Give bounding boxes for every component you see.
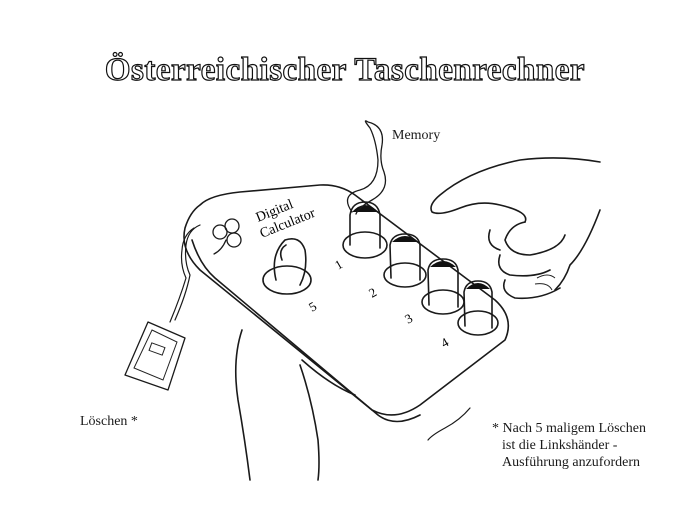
footnote-line3: Ausführung anzufordern xyxy=(502,455,641,470)
button-label-3: 3 xyxy=(402,310,415,326)
page-title: Österreichischer Taschenrechner xyxy=(105,51,585,88)
button-label-2: 2 xyxy=(366,284,379,300)
button-label-5: 5 xyxy=(306,298,319,314)
button-label-4: 4 xyxy=(438,334,452,350)
button-4[interactable] xyxy=(457,280,499,336)
footnote-line1: * Nach 5 maligem Löschen xyxy=(492,421,646,436)
footnote-curve xyxy=(427,407,471,441)
footnote-line2: ist die Linkshänder - xyxy=(502,438,618,453)
hand-right xyxy=(430,157,601,300)
clover-logo xyxy=(212,218,242,255)
calculator-body xyxy=(183,184,510,423)
button-5[interactable] xyxy=(262,237,312,295)
hand-left xyxy=(234,329,356,481)
razor-blade xyxy=(124,321,186,391)
button-1[interactable] xyxy=(342,201,388,259)
button-2[interactable] xyxy=(383,233,427,288)
memory-label: Memory xyxy=(392,128,441,143)
button-3[interactable] xyxy=(421,258,465,315)
button-label-1: 1 xyxy=(332,256,345,272)
delete-string xyxy=(169,224,201,323)
memory-string xyxy=(346,120,387,215)
delete-label: Löschen * xyxy=(80,414,138,429)
